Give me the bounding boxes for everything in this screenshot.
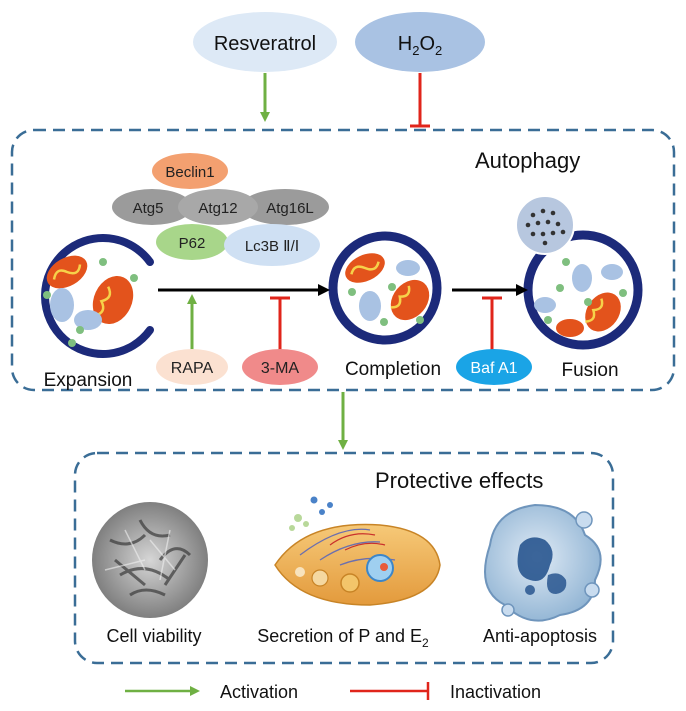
fusion-label: Fusion	[561, 360, 618, 381]
h2o2-node: H2O2	[355, 12, 485, 72]
bafa1-node: Baf A1	[456, 349, 532, 385]
rapa-label: RAPA	[171, 360, 214, 377]
p62-label: P62	[179, 235, 206, 252]
ovary-illustration	[274, 496, 441, 606]
atg12-label: Atg12	[198, 200, 237, 217]
cell-viability-image	[92, 502, 208, 618]
rapa-node: RAPA	[156, 349, 228, 385]
lc3b-label: Lc3B Ⅱ/Ⅰ	[245, 238, 299, 255]
apoptotic-cell-illustration	[484, 503, 602, 622]
secretion-label: Secretion of P and E2	[257, 626, 429, 650]
atg12-node	[178, 189, 258, 225]
atg5-node	[112, 189, 192, 225]
legend-activation-label: Activation	[220, 682, 298, 702]
fusion-autolysosome	[515, 195, 643, 350]
bafa1-inhibition-line	[482, 296, 502, 352]
3ma-inhibition-line	[270, 296, 290, 352]
atg16l-node	[241, 189, 329, 225]
autophagy-box	[10, 128, 676, 392]
expansion-label: Expansion	[44, 370, 133, 391]
completion-autophagosome	[328, 231, 442, 345]
beclin1-node	[152, 153, 228, 189]
3ma-label: 3-MA	[261, 360, 300, 377]
atg16l-label: Atg16L	[266, 200, 314, 217]
protective-box	[73, 451, 615, 665]
protein-cluster: Beclin1 Atg5 Atg12 Atg16L P62 Lc3B Ⅱ/Ⅰ	[112, 153, 329, 266]
resveratrol-node: Resveratrol	[193, 12, 337, 72]
protective-title: Protective effects	[375, 468, 543, 493]
h2o2-label: H2O2	[398, 33, 442, 58]
atg5-label: Atg5	[133, 200, 164, 217]
p62-node	[156, 224, 228, 260]
cell-viability-label: Cell viability	[106, 626, 201, 646]
lc3b-node	[224, 224, 320, 266]
resveratrol-label: Resveratrol	[214, 33, 316, 55]
3ma-node: 3-MA	[242, 349, 318, 385]
h2o2-inhibition-line	[410, 73, 430, 128]
beclin1-label: Beclin1	[165, 164, 214, 181]
legend-inactivation-label: Inactivation	[450, 682, 541, 702]
legend: Activation Inactivation	[125, 682, 541, 702]
autophagy-title: Autophagy	[475, 148, 580, 173]
expansion-phagophore	[41, 234, 154, 358]
completion-label: Completion	[345, 359, 441, 380]
anti-apoptosis-label: Anti-apoptosis	[483, 626, 597, 646]
bafa1-label: Baf A1	[470, 360, 517, 377]
